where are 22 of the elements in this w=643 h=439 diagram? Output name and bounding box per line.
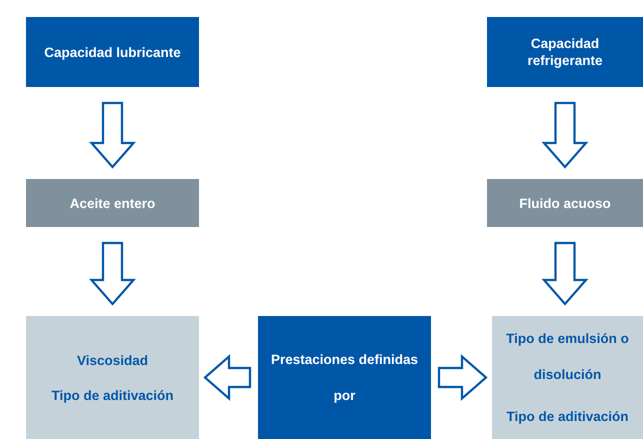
box-label: Fluido acuoso [519,194,611,212]
process-box [26,17,199,87]
box-label: Tipo de emulsión o disolución [505,330,630,384]
box-label: Tipo de aditivación [51,386,174,404]
hollow-arrow [89,242,136,306]
hollow-arrow [203,354,252,401]
hollow-arrow [542,242,588,306]
hollow-arrow [438,354,488,401]
box-label: Capacidad refrigerante [526,35,604,69]
process-box [487,17,643,87]
process-box [26,316,199,439]
process-box [258,316,431,439]
process-box [492,316,643,439]
hollow-arrow [542,102,588,169]
process-box [487,179,643,227]
hollow-arrow [89,102,136,169]
process-box [26,179,199,227]
box-label: Viscosidad [76,352,148,368]
box-label: Tipo de aditivación [506,408,629,426]
box-label: Capacidad lubricante [44,44,181,60]
box-label: Prestaciones definidas por [270,350,420,405]
box-label: Aceite entero [70,194,156,212]
